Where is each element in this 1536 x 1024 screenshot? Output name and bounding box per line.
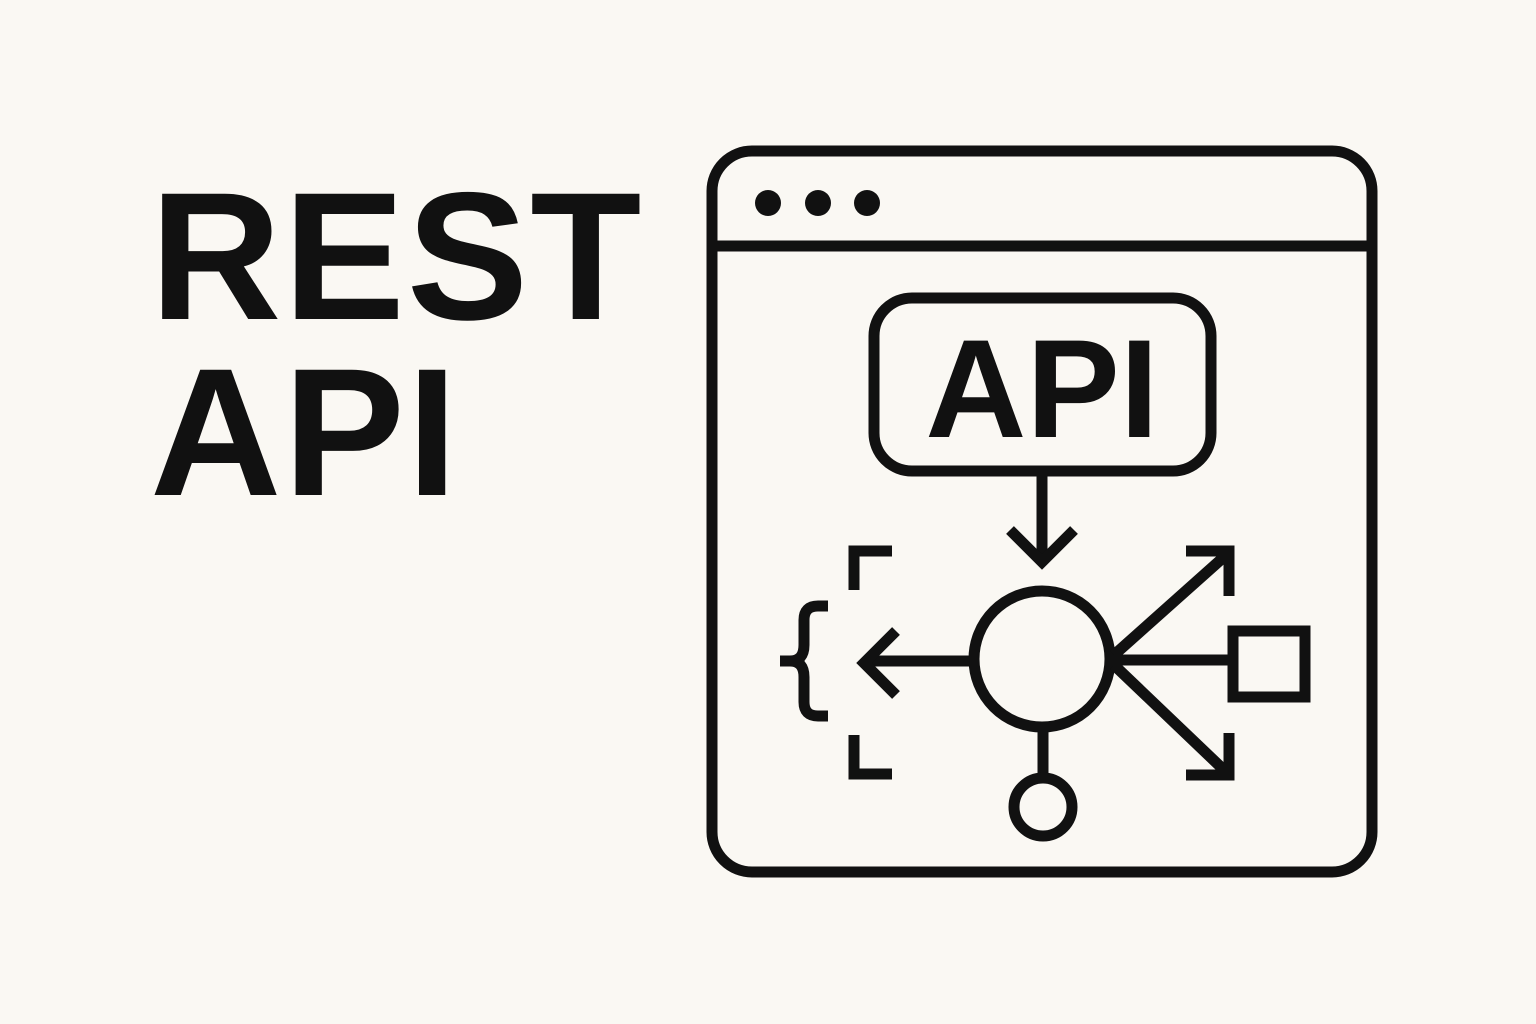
- square-node-icon: [1227, 625, 1311, 703]
- window-control-dots-icon: [755, 190, 880, 216]
- browser-window-icon: [706, 145, 1378, 878]
- title-line-rest: REST: [150, 154, 644, 358]
- curly-brace-icon: [780, 600, 828, 722]
- hub-circle-icon: [968, 585, 1116, 733]
- api-box: API: [868, 292, 1217, 477]
- up-right-arrow-icon: [1110, 545, 1235, 660]
- page-title: REST API: [150, 154, 644, 534]
- down-right-arrow-icon: [1110, 661, 1235, 781]
- api-box-frame: [868, 292, 1217, 477]
- left-arrow-icon: [856, 627, 973, 699]
- title-line-api: API: [150, 330, 460, 534]
- browser-window-frame: [706, 145, 1378, 878]
- api-box-label: API: [925, 310, 1158, 467]
- window-dot-2: [805, 190, 831, 216]
- down-arrow-icon: [1006, 474, 1078, 570]
- small-circle-node-icon: [1008, 772, 1078, 842]
- window-dot-3: [854, 190, 880, 216]
- corner-brackets-icon: [848, 545, 892, 780]
- window-dot-1: [755, 190, 781, 216]
